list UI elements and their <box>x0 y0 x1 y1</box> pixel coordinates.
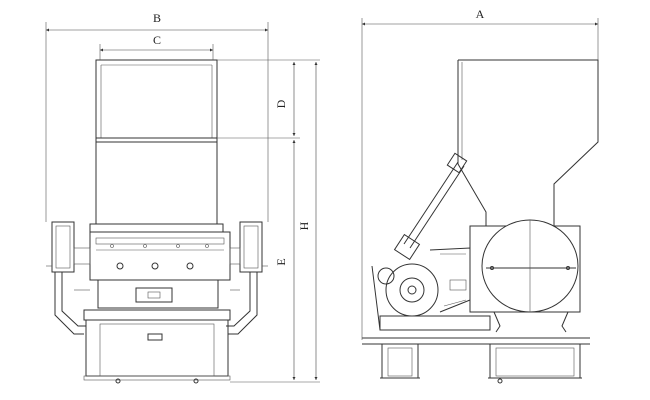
front-handle <box>147 333 163 341</box>
front-right-pulley-cover <box>239 221 263 273</box>
side-hopper <box>458 59 599 226</box>
side-view <box>362 59 599 384</box>
front-screen-section <box>97 279 219 309</box>
front-base <box>85 319 229 377</box>
front-hopper <box>95 59 218 143</box>
label-c: C <box>153 33 161 47</box>
label-b: B <box>153 11 161 25</box>
side-base-left <box>381 343 419 379</box>
front-nameplate <box>135 287 173 303</box>
label-h: H <box>297 221 311 230</box>
front-left-pulley-cover <box>51 221 75 273</box>
side-hydraulic-rod <box>403 161 459 245</box>
front-cutter-chamber <box>89 231 231 281</box>
side-base-right <box>489 343 581 379</box>
front-body <box>95 141 218 225</box>
label-e: E <box>274 258 288 265</box>
side-pulley <box>385 263 439 317</box>
label-a: A <box>476 7 485 21</box>
label-d: D <box>274 99 288 108</box>
side-hydraulic-cylinder <box>393 233 421 261</box>
front-view <box>46 59 268 384</box>
dimension-lines <box>45 18 599 383</box>
